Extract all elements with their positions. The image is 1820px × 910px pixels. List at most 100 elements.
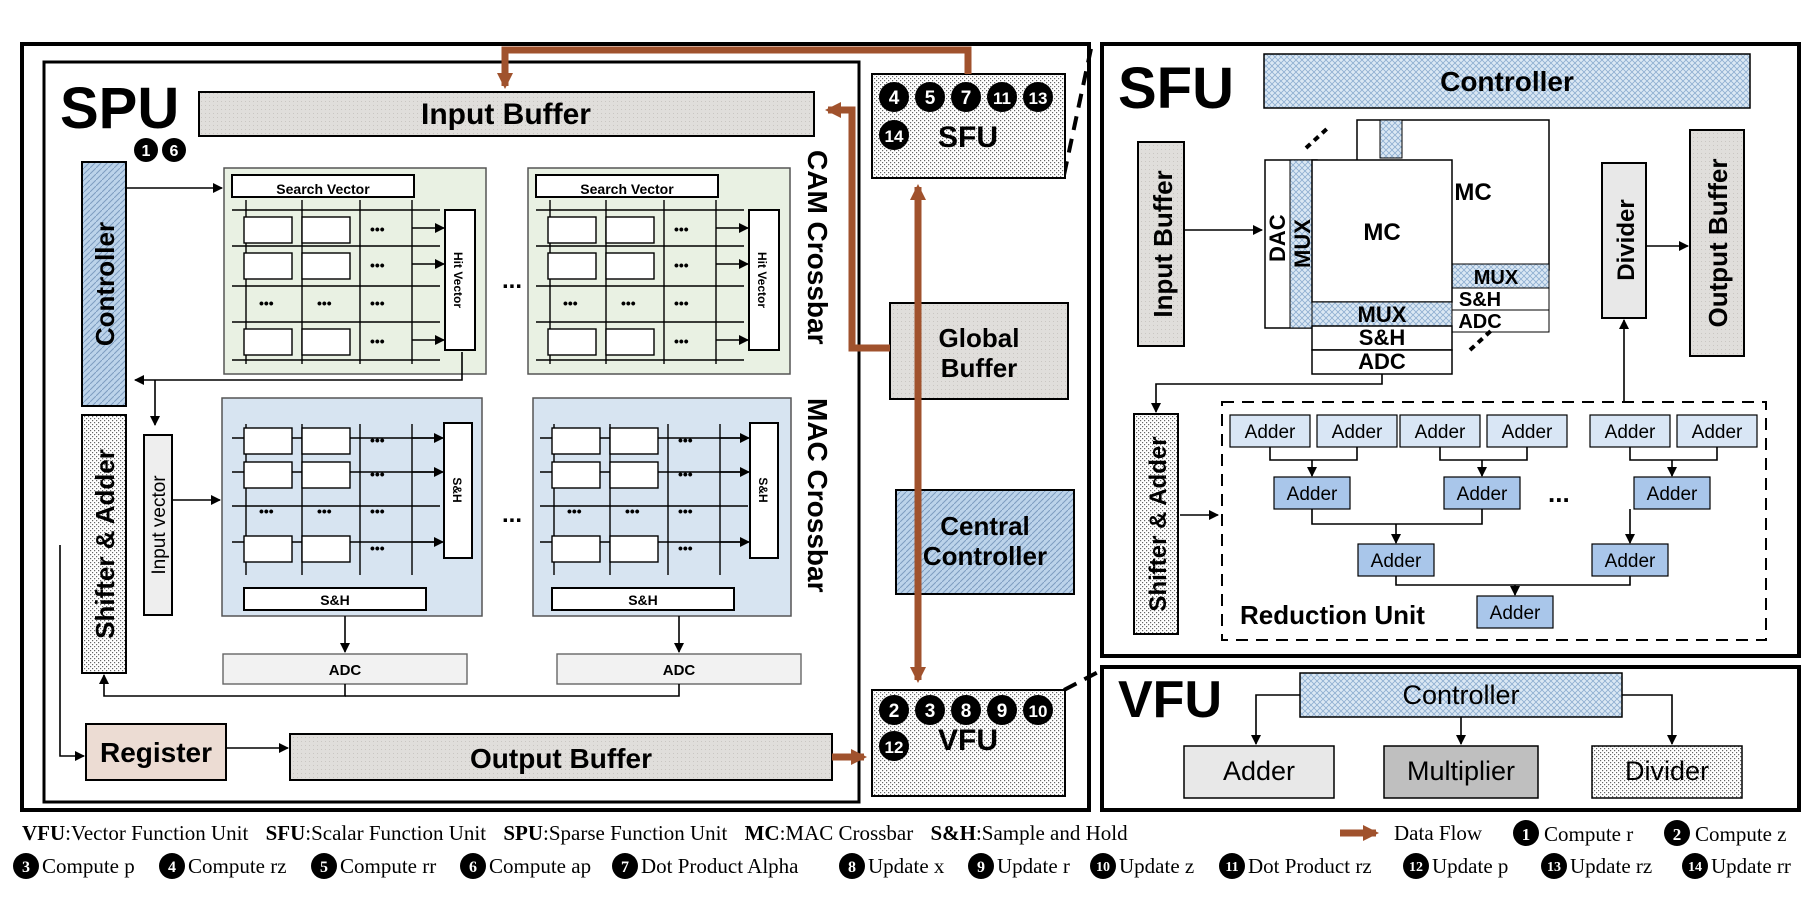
adder-l1-6: Adder (1692, 422, 1743, 443)
vfu-controller (1299, 672, 1623, 718)
legend-abbr-sfu: SFU (266, 821, 306, 845)
legend-data-flow: Data Flow (1394, 821, 1483, 845)
legend-abbr-vfu: VFU (22, 821, 65, 845)
legend-abbr-mc: MC (745, 821, 780, 845)
legend-step-12-num: 12 (1409, 860, 1423, 875)
spu-shifter-adder (81, 414, 127, 674)
cam2-ellipsis-3: ••• (563, 295, 578, 311)
legend-step-11-text: Dot Product rz (1248, 854, 1372, 878)
adder-tree-dots: ... (1548, 478, 1570, 508)
spu-adc-1-label: ADC (329, 662, 362, 679)
sfu-title: SFU (1118, 56, 1234, 121)
vfu-divider-label: Divider (1625, 756, 1709, 786)
legend-step-10-text: Update z (1119, 854, 1194, 878)
spu-step-1: 1 (142, 143, 151, 160)
data-flow-arrows (497, 46, 972, 765)
mid-vfu-steps: 2 3 8 9 10 12 (879, 695, 1053, 761)
legend-step-4-num: 4 (168, 859, 176, 876)
legend-step-10-num: 10 (1096, 860, 1110, 875)
cam1-ellipsis-2: ••• (370, 257, 385, 273)
spu-output-buffer-label: Output Buffer (470, 743, 652, 774)
spu-adc-2-label: ADC (663, 662, 696, 679)
mac2-ellipsis-6: ••• (678, 540, 693, 556)
legend-text-sh: :Sample and Hold (976, 821, 1128, 845)
mc-dac-label: DAC (1265, 214, 1290, 262)
legend-step-1-text: Compute r (1544, 822, 1633, 846)
adder-l4: Adder (1490, 603, 1541, 624)
mac2-ellipsis-4: ••• (625, 503, 640, 519)
legend-step-6-text: Compute ap (489, 854, 591, 878)
legend-step-6-num: 6 (469, 859, 477, 876)
legend-step-5-text: Compute rr (340, 854, 436, 878)
mid-sfu-step-11: 11 (993, 89, 1011, 108)
legend-step-14-num: 14 (1688, 860, 1702, 875)
mid-sfu-step-4: 4 (889, 88, 900, 109)
reduction-unit-label: Reduction Unit (1240, 600, 1425, 630)
legend-abbr-sh: S&H (930, 821, 976, 845)
legend-step-3-text: Compute p (42, 854, 135, 878)
mc-back-sh-label: S&H (1459, 289, 1501, 311)
spu-input-vector (143, 434, 173, 616)
adder-l1-5: Adder (1605, 422, 1656, 443)
main-frame (20, 42, 1091, 812)
adder-l2-3: Adder (1647, 484, 1698, 505)
vfu-wiring (1251, 694, 1677, 745)
vfu-controller-label: Controller (1402, 680, 1519, 710)
mac2-ellipsis-2: ••• (678, 466, 693, 482)
sfu-input-buffer (1137, 141, 1185, 347)
legend-step-9-num: 9 (977, 859, 985, 876)
spu-shifter-adder-label: Shifter & Adder (90, 449, 120, 639)
sfu-divider (1601, 162, 1647, 319)
mid-vfu-step-9: 9 (997, 701, 1008, 722)
sfu-shifter-adder (1133, 413, 1179, 635)
spu-frame (42, 60, 861, 804)
legend-step-14-text: Update rr (1711, 854, 1791, 878)
mid-sfu-steps: 4 5 7 11 13 14 (879, 82, 1053, 150)
spu-step-6: 6 (170, 143, 179, 160)
mid-sfu-step-7: 7 (961, 88, 972, 109)
mid-sfu-label: SFU (938, 121, 998, 154)
mid-sfu-step-14: 14 (885, 127, 904, 146)
mac1-sh-label: S&H (320, 592, 350, 608)
cam-crossbar-2: Search Vector ••• ••• ••• ••• ••• ••• Hi… (527, 167, 791, 375)
mc-back-mux-label: MUX (1474, 267, 1519, 289)
adder-l2-1: Adder (1287, 484, 1338, 505)
sfu-controller (1263, 53, 1751, 109)
sfu-controller-label: Controller (1440, 66, 1574, 97)
legend-step-9-text: Update r (997, 854, 1070, 878)
mac1-ellipsis-3: ••• (259, 503, 274, 519)
mc-front-label: MC (1363, 219, 1400, 246)
adder-l1-2: Adder (1332, 422, 1383, 443)
legend-step-13-num: 13 (1547, 860, 1561, 875)
cam2-ellipsis-4: ••• (621, 295, 636, 311)
legend-step-11-num: 11 (1225, 860, 1238, 875)
cam1-ellipsis-4: ••• (317, 295, 332, 311)
cam1-ellipsis-5: ••• (370, 295, 385, 311)
mid-vfu-step-10: 10 (1029, 702, 1048, 721)
cam2-ellipsis-2: ••• (674, 257, 689, 273)
mac2-ellipsis-3: ••• (567, 503, 582, 519)
mc-front-adc-label: ADC (1358, 349, 1406, 374)
cam-crossbar-label: CAM Crossbar (802, 150, 833, 345)
mc-mux-vertical-label: MUX (1290, 219, 1315, 268)
spu-input-buffer (198, 91, 815, 137)
mac2-sh-label: S&H (628, 592, 658, 608)
reduction-unit (1221, 401, 1767, 641)
mc-stack: MC MUX S&H ADC DAC MUX MC MUX S&H ADC (1264, 119, 1550, 375)
mid-vfu-step-8: 8 (961, 701, 972, 722)
vfu-adder (1183, 745, 1335, 799)
spu-input-vector-label: Input vector (149, 475, 170, 575)
legend-step-4-text: Compute rz (188, 854, 287, 878)
adder-l3-1: Adder (1371, 551, 1422, 572)
cam2-ellipsis-1: ••• (674, 221, 689, 237)
legend-step-5-num: 5 (320, 859, 328, 876)
mid-vfu-step-12: 12 (885, 738, 904, 757)
mac1-ellipsis-5: ••• (370, 503, 385, 519)
vfu-adder-label: Adder (1223, 756, 1295, 786)
mid-vfu-label: VFU (938, 724, 998, 757)
mc-back-label: MC (1454, 179, 1491, 206)
sfu-input-buffer-label: Input Buffer (1148, 170, 1178, 317)
spu-controller (81, 161, 127, 407)
